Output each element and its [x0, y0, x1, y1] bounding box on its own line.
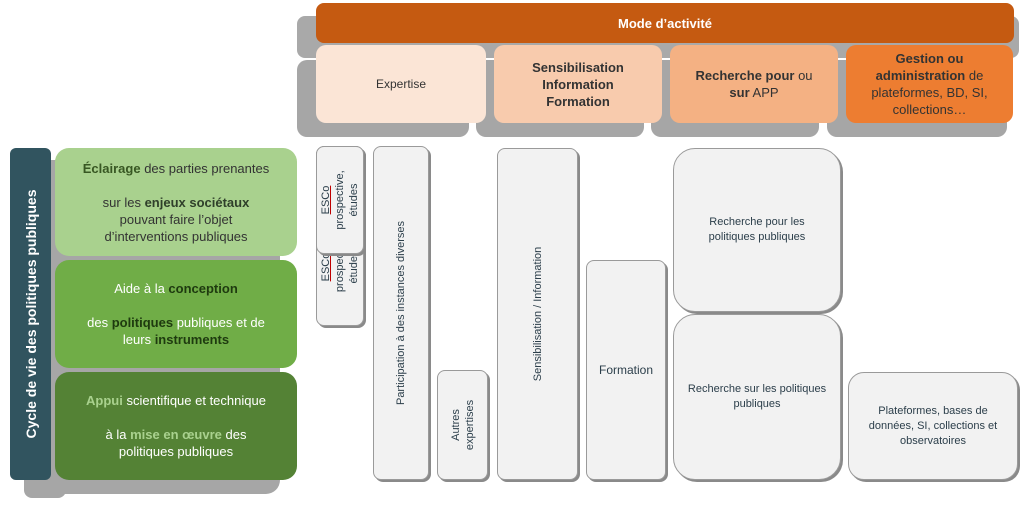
box-recherche-sur: Recherche sur les politiques publiques	[673, 314, 841, 480]
box-plateformes: Plateformes, bases de données, SI, colle…	[848, 372, 1018, 480]
box-autres-text: Autres expertises	[449, 400, 477, 450]
mode-gestion-rest2: plateformes, BD, SI,	[871, 85, 988, 100]
box-plateformes-text: Plateformes, bases de données, SI, colle…	[868, 404, 998, 447]
mode-recherche-bold1: Recherche pour	[695, 68, 795, 83]
mode-sensibilisation: Sensibilisation Information Formation	[494, 45, 662, 123]
stage-eclairage-b2: enjeux sociétaux	[144, 194, 250, 210]
box-esco: ESCo prospective, études	[316, 146, 364, 254]
stage-mise-en-oeuvre: Appui scientifique et technique à la mis…	[55, 372, 297, 480]
stage-eclairage-t3: pouvant faire l’objet	[119, 211, 233, 227]
mode-recherche-mid: ou	[794, 68, 813, 83]
cycle-label: Cycle de vie des politiques publiques	[22, 189, 39, 439]
mode-gestion: Gestion ou administration de plateformes…	[846, 45, 1013, 123]
mode-gestion-bold1: Gestion ou	[895, 51, 964, 66]
stage-conception-b3: instruments	[154, 332, 230, 347]
mode-sensibilisation-line1: Sensibilisation	[532, 59, 624, 75]
stage-eclairage-b1: Éclairage	[82, 160, 141, 176]
stage-eclairage-t1: des parties prenantes	[140, 160, 270, 176]
box-sensibilisation: Sensibilisation / Information	[497, 148, 578, 480]
box-autres-line2: expertises	[463, 399, 476, 451]
stage-conception-t3: publiques et de	[173, 315, 265, 330]
stage-mise-t1: scientifique et technique	[122, 393, 266, 408]
box-esco-line1: prospective,	[334, 170, 346, 230]
stage-conception-b2: politiques	[111, 315, 174, 330]
cycle-bar: Cycle de vie des politiques publiques	[10, 148, 51, 480]
mode-sensibilisation-line3: Formation	[546, 93, 610, 109]
box-autres-expertises: Autres expertises	[437, 370, 488, 480]
box-formation-text: Formation	[598, 362, 654, 377]
stage-eclairage-t4: d’interventions publiques	[104, 228, 248, 244]
mode-recherche-bold2: sur	[729, 85, 750, 100]
header-title: Mode d’activité	[618, 15, 712, 31]
header-mode-activite: Mode d’activité	[316, 3, 1014, 43]
box-esco-text: ESCo prospective, études	[319, 170, 361, 229]
stage-conception-t4: leurs	[122, 332, 155, 347]
box-formation: Formation	[586, 260, 666, 480]
box-recherche-sur-text: Recherche sur les politiques publiques	[687, 383, 827, 410]
stage-conception-t2: des	[87, 315, 112, 330]
stage-mise-t2: à la	[105, 427, 131, 442]
stage-eclairage: Éclairage des parties prenantes sur les …	[55, 148, 297, 256]
box-recherche-pour: Recherche pour les politiques publiques	[673, 148, 841, 312]
mode-gestion-rest1: de	[965, 68, 984, 83]
stage-mise-b1: Appui	[86, 393, 123, 408]
mode-expertise: Expertise	[316, 45, 486, 123]
box-participation: Participation à des instances diverses	[373, 146, 429, 480]
box-esco-long-label: ESCo	[320, 252, 332, 282]
box-sensibilisation-text: Sensibilisation / Information	[531, 246, 544, 382]
box-esco-label: ESCo	[320, 185, 332, 215]
stage-mise-t3: des	[221, 427, 247, 442]
mode-recherche-rest: APP	[749, 85, 779, 100]
mode-expertise-label: Expertise	[375, 76, 427, 91]
box-autres-line1: Autres	[449, 409, 462, 441]
box-participation-text: Participation à des instances diverses	[395, 220, 407, 406]
mode-gestion-bold2: administration	[875, 68, 966, 83]
stage-conception: Aide à la conception des politiques publ…	[55, 260, 297, 368]
box-recherche-pour-text: Recherche pour les politiques publiques	[708, 216, 806, 243]
box-esco-line2: études	[348, 183, 360, 217]
stage-mise-t4: politiques publiques	[118, 444, 234, 459]
stage-eclairage-t2: sur les	[102, 194, 145, 210]
mode-gestion-rest3: collections…	[892, 102, 967, 117]
stage-conception-t1: Aide à la	[114, 281, 169, 296]
mode-sensibilisation-line2: Information	[542, 76, 614, 92]
stage-mise-b2: mise en œuvre	[130, 427, 222, 442]
stage-conception-b1: conception	[168, 281, 238, 296]
mode-recherche: Recherche pour ou sur APP	[670, 45, 838, 123]
